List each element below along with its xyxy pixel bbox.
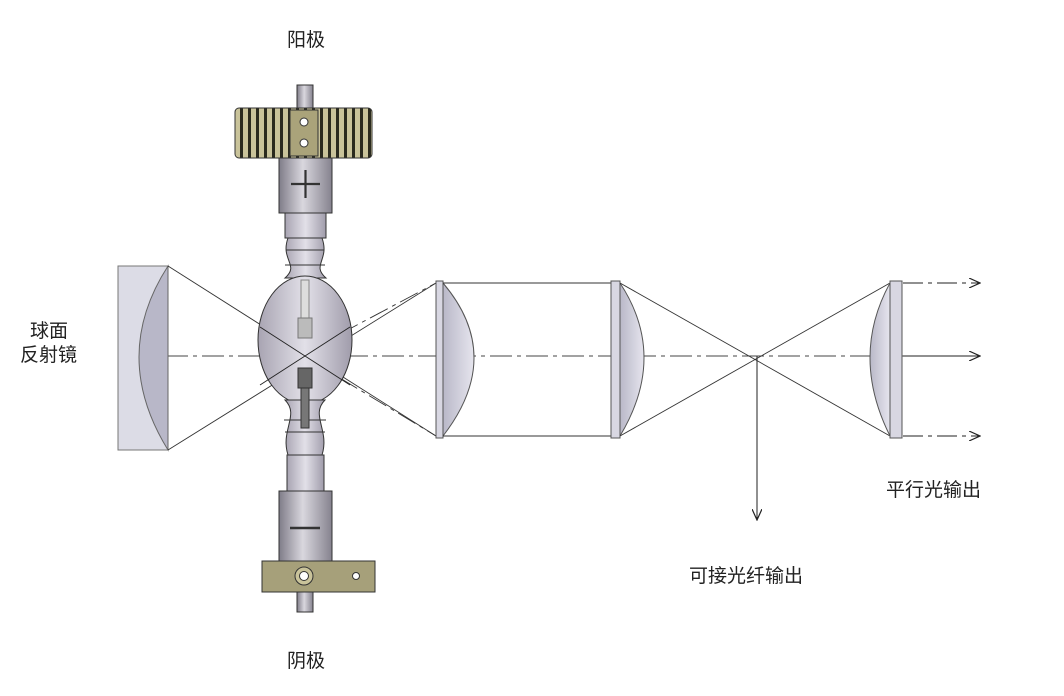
parallel-output-label: 平行光输出 — [886, 479, 982, 501]
collimating-lens — [435, 280, 475, 439]
mirror-label-line2: 反射镜 — [20, 344, 78, 366]
focusing-lens — [610, 280, 645, 439]
parallel-output-arrows — [903, 283, 980, 436]
fiber-output-label: 可接光纤输出 — [689, 565, 804, 587]
cathode-label: 阴极 — [287, 650, 326, 672]
anode-label: 阳极 — [287, 29, 326, 51]
mirror-label-line1: 球面 — [30, 320, 69, 342]
output-lens — [869, 280, 903, 439]
xenon-lamp — [234, 84, 376, 613]
spherical-mirror — [117, 264, 169, 452]
